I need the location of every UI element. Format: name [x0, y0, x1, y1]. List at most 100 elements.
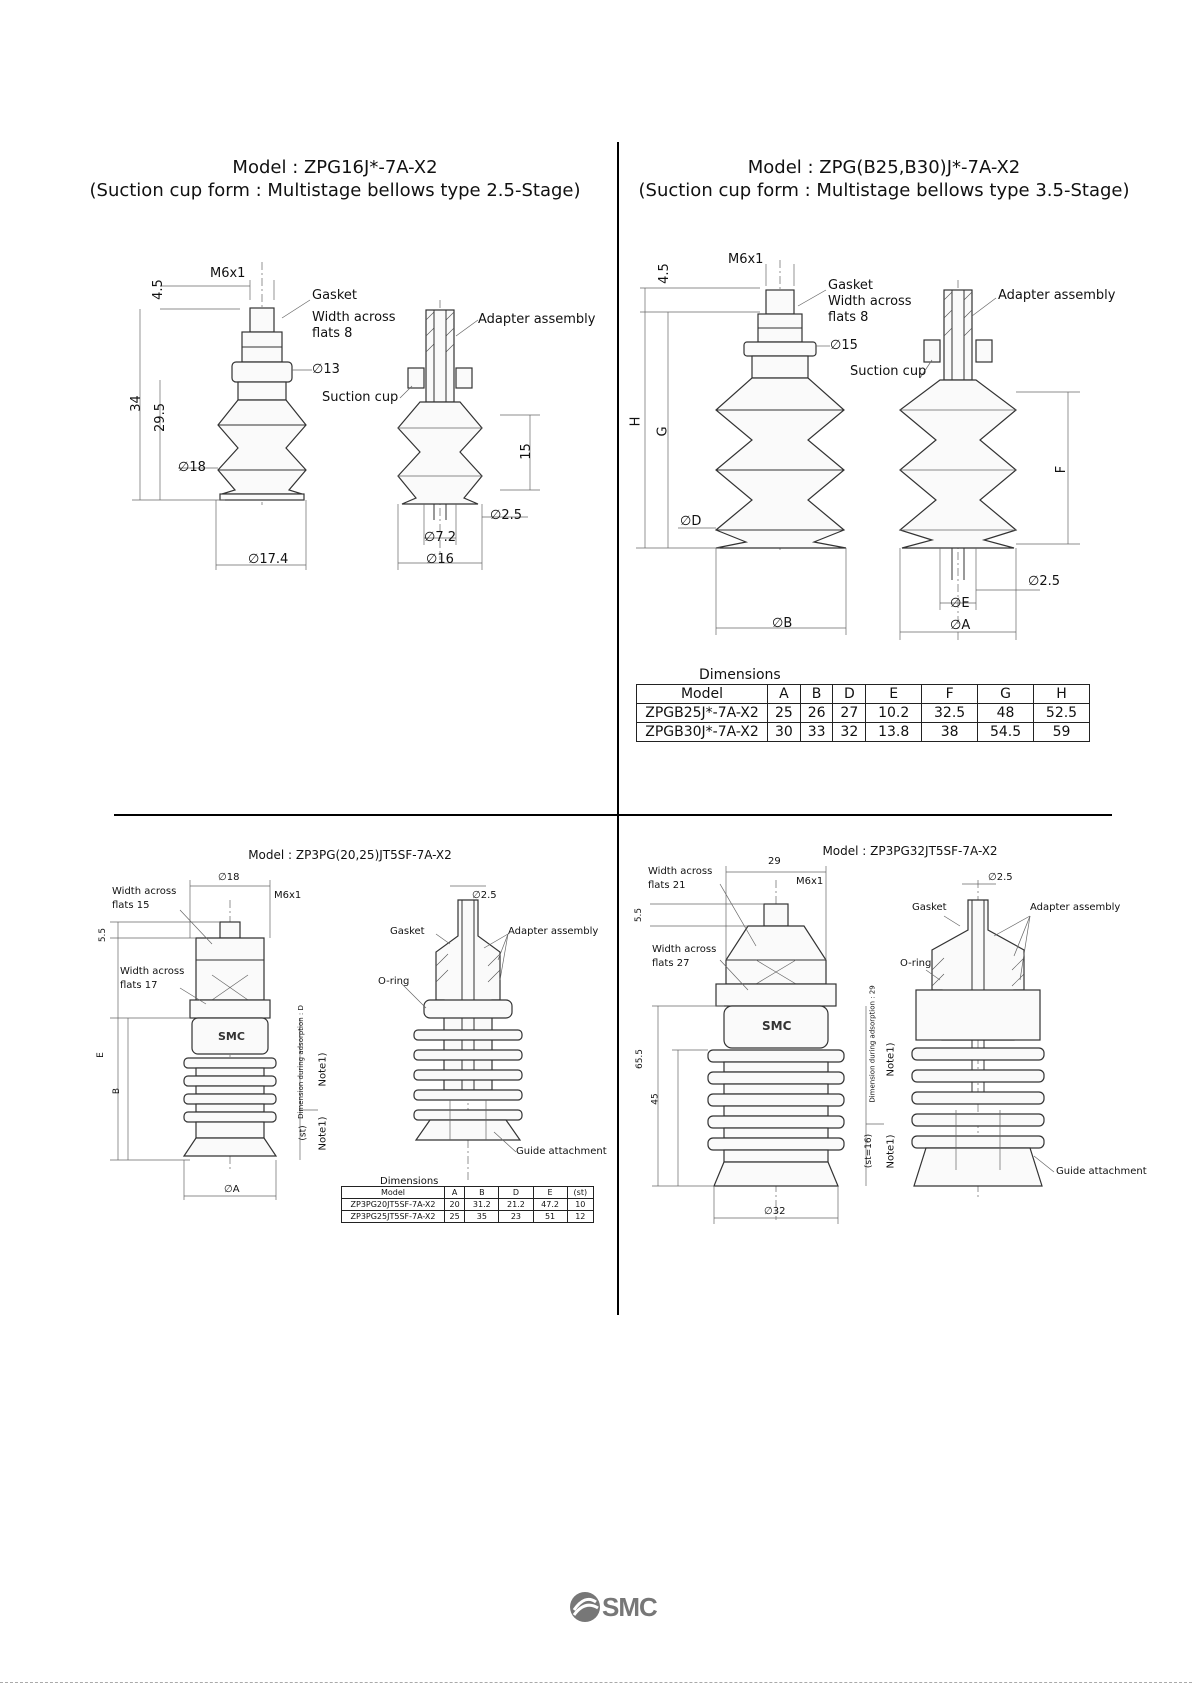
table-header: G [977, 684, 1035, 704]
panel-title: Model : ZP3PG32JT5SF-7A-X2 [822, 844, 998, 858]
dim-29-5: 29.5 [152, 403, 168, 432]
table-cell: 38 [921, 722, 979, 742]
label-flats8: flats 8 [312, 326, 353, 341]
dimensions-table: Model A B D E F G H ZPGB25J*-7A-X2 25 26… [636, 684, 1090, 742]
label-phi7-2: ∅7.2 [424, 530, 456, 545]
table-row: ZP3PG25JT5SF-7A-X2 25 35 23 51 12 [341, 1210, 595, 1223]
dim-e: E [95, 1052, 106, 1058]
table-cell: 47.2 [532, 1198, 568, 1211]
divider-vertical [617, 142, 619, 1315]
drawing-zp3pg32-section [911, 880, 1055, 1200]
table-header: Model [636, 684, 768, 704]
table-header: E [865, 684, 923, 704]
table-header-row: Model A B D E (st) [341, 1186, 595, 1199]
table-cell: 30 [767, 722, 801, 742]
table-cell: 26 [799, 703, 834, 723]
label-flats21: flats 21 [648, 880, 686, 891]
dim-34: 34 [128, 395, 144, 412]
label-width-across: Width across [828, 294, 912, 309]
table-header: F [921, 684, 979, 704]
logo-smc-text: SMC [762, 1019, 792, 1033]
label-phi16: ∅16 [426, 552, 454, 567]
label-gasket: Gasket [390, 926, 425, 937]
dim-5-5: 5.5 [98, 927, 109, 943]
label-note1-b: Note1) [317, 1116, 329, 1151]
label-flats27: flats 27 [652, 958, 690, 969]
dim-29: 29 [768, 856, 781, 867]
table-cell: 27 [832, 703, 867, 723]
label-phi174: ∅17.4 [248, 552, 289, 567]
table-header: D [832, 684, 867, 704]
label-width-across-15: Width across [112, 886, 177, 897]
label-phiA: ∅A [224, 1184, 240, 1195]
label-guide-attachment: Guide attachment [516, 1146, 607, 1157]
dim-4-5: 4.5 [150, 279, 166, 300]
panel-title: Model : ZP3PG(20,25)JT5SF-7A-X2 [248, 848, 452, 862]
label-adapter-assembly: Adapter assembly [998, 288, 1116, 303]
drawing-zp3pg32-exterior: SMC [650, 866, 884, 1224]
label-phi2-5: ∅2.5 [490, 508, 522, 523]
table-cell: 10.2 [865, 703, 923, 723]
table-row: ZPGB30J*-7A-X2 30 33 32 13.8 38 54.5 59 [636, 722, 1090, 742]
logo-smc-text: SMC [218, 1030, 245, 1043]
table-cell: ZP3PG20JT5SF-7A-X2 [341, 1198, 445, 1211]
table-cell: 33 [799, 722, 834, 742]
table-header: (st) [566, 1186, 595, 1199]
label-phi18: ∅18 [178, 460, 206, 475]
label-o-ring: O-ring [378, 976, 410, 987]
table-header: B [799, 684, 834, 704]
label-note1-a: Note1) [317, 1052, 329, 1087]
label-width-across: Width across [312, 310, 396, 325]
label-gasket: Gasket [828, 278, 873, 293]
dim-4-5: 4.5 [656, 263, 672, 284]
drawing-zp3pg-exterior: SMC [110, 880, 318, 1200]
table-cell: ZPGB30J*-7A-X2 [636, 722, 768, 742]
panel-title: Model : ZPG16J*-7A-X2 (Suction cup form … [89, 157, 581, 201]
dim-g: G [655, 426, 671, 437]
table-cell: 23 [498, 1210, 534, 1223]
label-adapter-assembly: Adapter assembly [508, 926, 599, 937]
label-m6: M6x1 [274, 890, 302, 901]
table-cell: 21.2 [498, 1198, 534, 1211]
label-suction-cup: Suction cup [850, 364, 927, 379]
dimensions-table: Model A B D E (st) ZP3PG20JT5SF-7A-X2 20… [341, 1186, 595, 1223]
table-cell: 54.5 [977, 722, 1035, 742]
label-width-across-27: Width across [652, 944, 717, 955]
dim-15: 15 [518, 443, 534, 460]
table-cell: 13.8 [865, 722, 923, 742]
label-gasket: Gasket [312, 288, 357, 303]
label-st: (st) [298, 1125, 309, 1141]
page-bottom-rule [0, 1682, 1192, 1683]
label-phi32: ∅32 [764, 1206, 786, 1217]
drawing-zp3pg-section [401, 885, 523, 1180]
table-header: Model [341, 1186, 445, 1199]
dim-65-5: 65.5 [635, 1048, 646, 1070]
label-width-across-17: Width across [120, 966, 185, 977]
label-o-ring: O-ring [900, 958, 932, 969]
label-adapter-assembly: Adapter assembly [478, 312, 596, 327]
footer-logo: SMC [568, 1590, 668, 1624]
smc-logo-text: SMC [602, 1592, 658, 1622]
table-cell: 52.5 [1033, 703, 1090, 723]
table-title: Dimensions [380, 1176, 439, 1187]
table-cell: 48 [977, 703, 1035, 723]
label-phi13: ∅13 [312, 362, 340, 377]
table-cell: 59 [1033, 722, 1090, 742]
label-phiE: ∅E [950, 596, 970, 611]
table-row: ZP3PG20JT5SF-7A-X2 20 31.2 21.2 47.2 10 [341, 1198, 595, 1211]
label-m6: M6x1 [796, 876, 824, 887]
table-cell: 31.2 [464, 1198, 500, 1211]
label-note1-a: Note1) [885, 1042, 897, 1077]
table-cell: 32.5 [921, 703, 979, 723]
divider-horizontal [114, 814, 1112, 816]
dim-b: B [112, 1087, 123, 1095]
table-header: H [1033, 684, 1090, 704]
label-phiB: ∅B [772, 616, 793, 631]
dim-adsorption: Dimension during adsorption : D [296, 1005, 305, 1119]
label-adapter-assembly: Adapter assembly [1030, 902, 1121, 913]
table-header: D [498, 1186, 534, 1199]
panel-title: Model : ZPG(B25,B30)J*-7A-X2 (Suction cu… [638, 157, 1130, 201]
label-st16: (st=16) [864, 1133, 875, 1169]
label-flats17: flats 17 [120, 980, 158, 991]
dim-f: F [1054, 465, 1070, 474]
